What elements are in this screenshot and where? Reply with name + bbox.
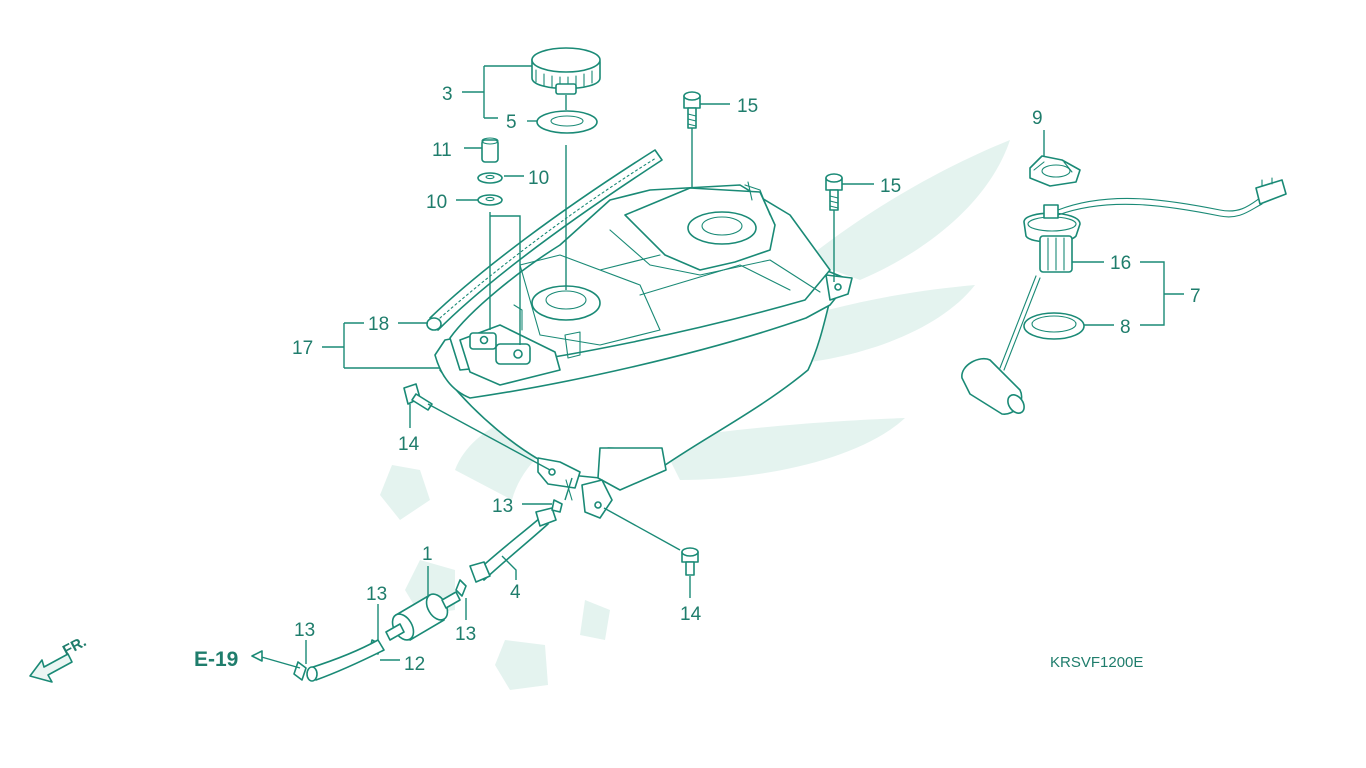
callout-4: 4 (510, 582, 521, 603)
callout-17-bracket (322, 322, 440, 369)
callout-15-left: 15 (737, 96, 758, 117)
callout-13-mid: 13 (455, 624, 476, 645)
hose-clip-end (293, 661, 307, 681)
collar-11 (481, 137, 499, 163)
fuel-filler-cap (531, 47, 601, 95)
pump-retainer-nut (1029, 155, 1081, 187)
diagram-code: KRSVF1200E (1050, 654, 1143, 671)
callout-12: 12 (404, 654, 425, 675)
callout-14-lower: 14 (680, 604, 702, 625)
bolt-14-lower-line (603, 507, 681, 551)
washer-10-upper (477, 172, 503, 184)
reference-arrow-head (251, 650, 263, 662)
callout-10-lower: 10 (426, 192, 447, 213)
fuel-pump (1023, 177, 1287, 273)
front-direction-arrow-icon (29, 653, 73, 683)
hose-clip-upper (551, 499, 563, 513)
callout-13-upper: 13 (492, 496, 513, 517)
callout-5: 5 (506, 112, 517, 133)
callout-14-upper: 14 (398, 434, 420, 455)
hose-upper-line (564, 477, 573, 501)
reference-arrow-line (257, 655, 301, 669)
pump-seal-ring (1023, 312, 1085, 340)
callout-13-filter: 13 (366, 584, 387, 605)
reference-e19-label: E-19 (194, 648, 238, 671)
fuel-level-float (961, 275, 1041, 415)
callout-3-bracket (462, 65, 532, 119)
fuel-hose-4 (469, 507, 557, 583)
callout-11: 11 (432, 140, 452, 161)
callout-7-bracket (1140, 261, 1184, 326)
callout-13-end: 13 (294, 620, 315, 641)
bolt-14-lower (681, 547, 699, 576)
wing-logo-watermark (380, 140, 1010, 690)
filler-cap-gasket (536, 110, 598, 134)
callout-9: 9 (1032, 108, 1043, 129)
callout-10-upper: 10 (528, 168, 549, 189)
callout-1: 1 (422, 544, 433, 565)
callout-18: 18 (368, 314, 389, 335)
bolt-15-left (683, 91, 701, 129)
callout-7: 7 (1190, 286, 1201, 307)
callout-3: 3 (442, 84, 453, 105)
fuel-tank (434, 181, 853, 519)
hose-clip-mid (455, 579, 467, 597)
callout-17: 17 (292, 338, 313, 359)
bolt-14-upper-line (427, 403, 551, 471)
fuel-filter (385, 591, 461, 641)
bolt-15-right (825, 173, 843, 211)
callout-15-right: 15 (880, 176, 901, 197)
washer-10-lower (477, 194, 503, 206)
fuel-hose-12 (306, 639, 385, 682)
callout-4-leader (501, 555, 517, 580)
callout-16: 16 (1110, 253, 1131, 274)
bolt-14-upper (403, 383, 433, 411)
washer-alignment-lines (489, 212, 521, 345)
callout-8: 8 (1120, 317, 1131, 338)
